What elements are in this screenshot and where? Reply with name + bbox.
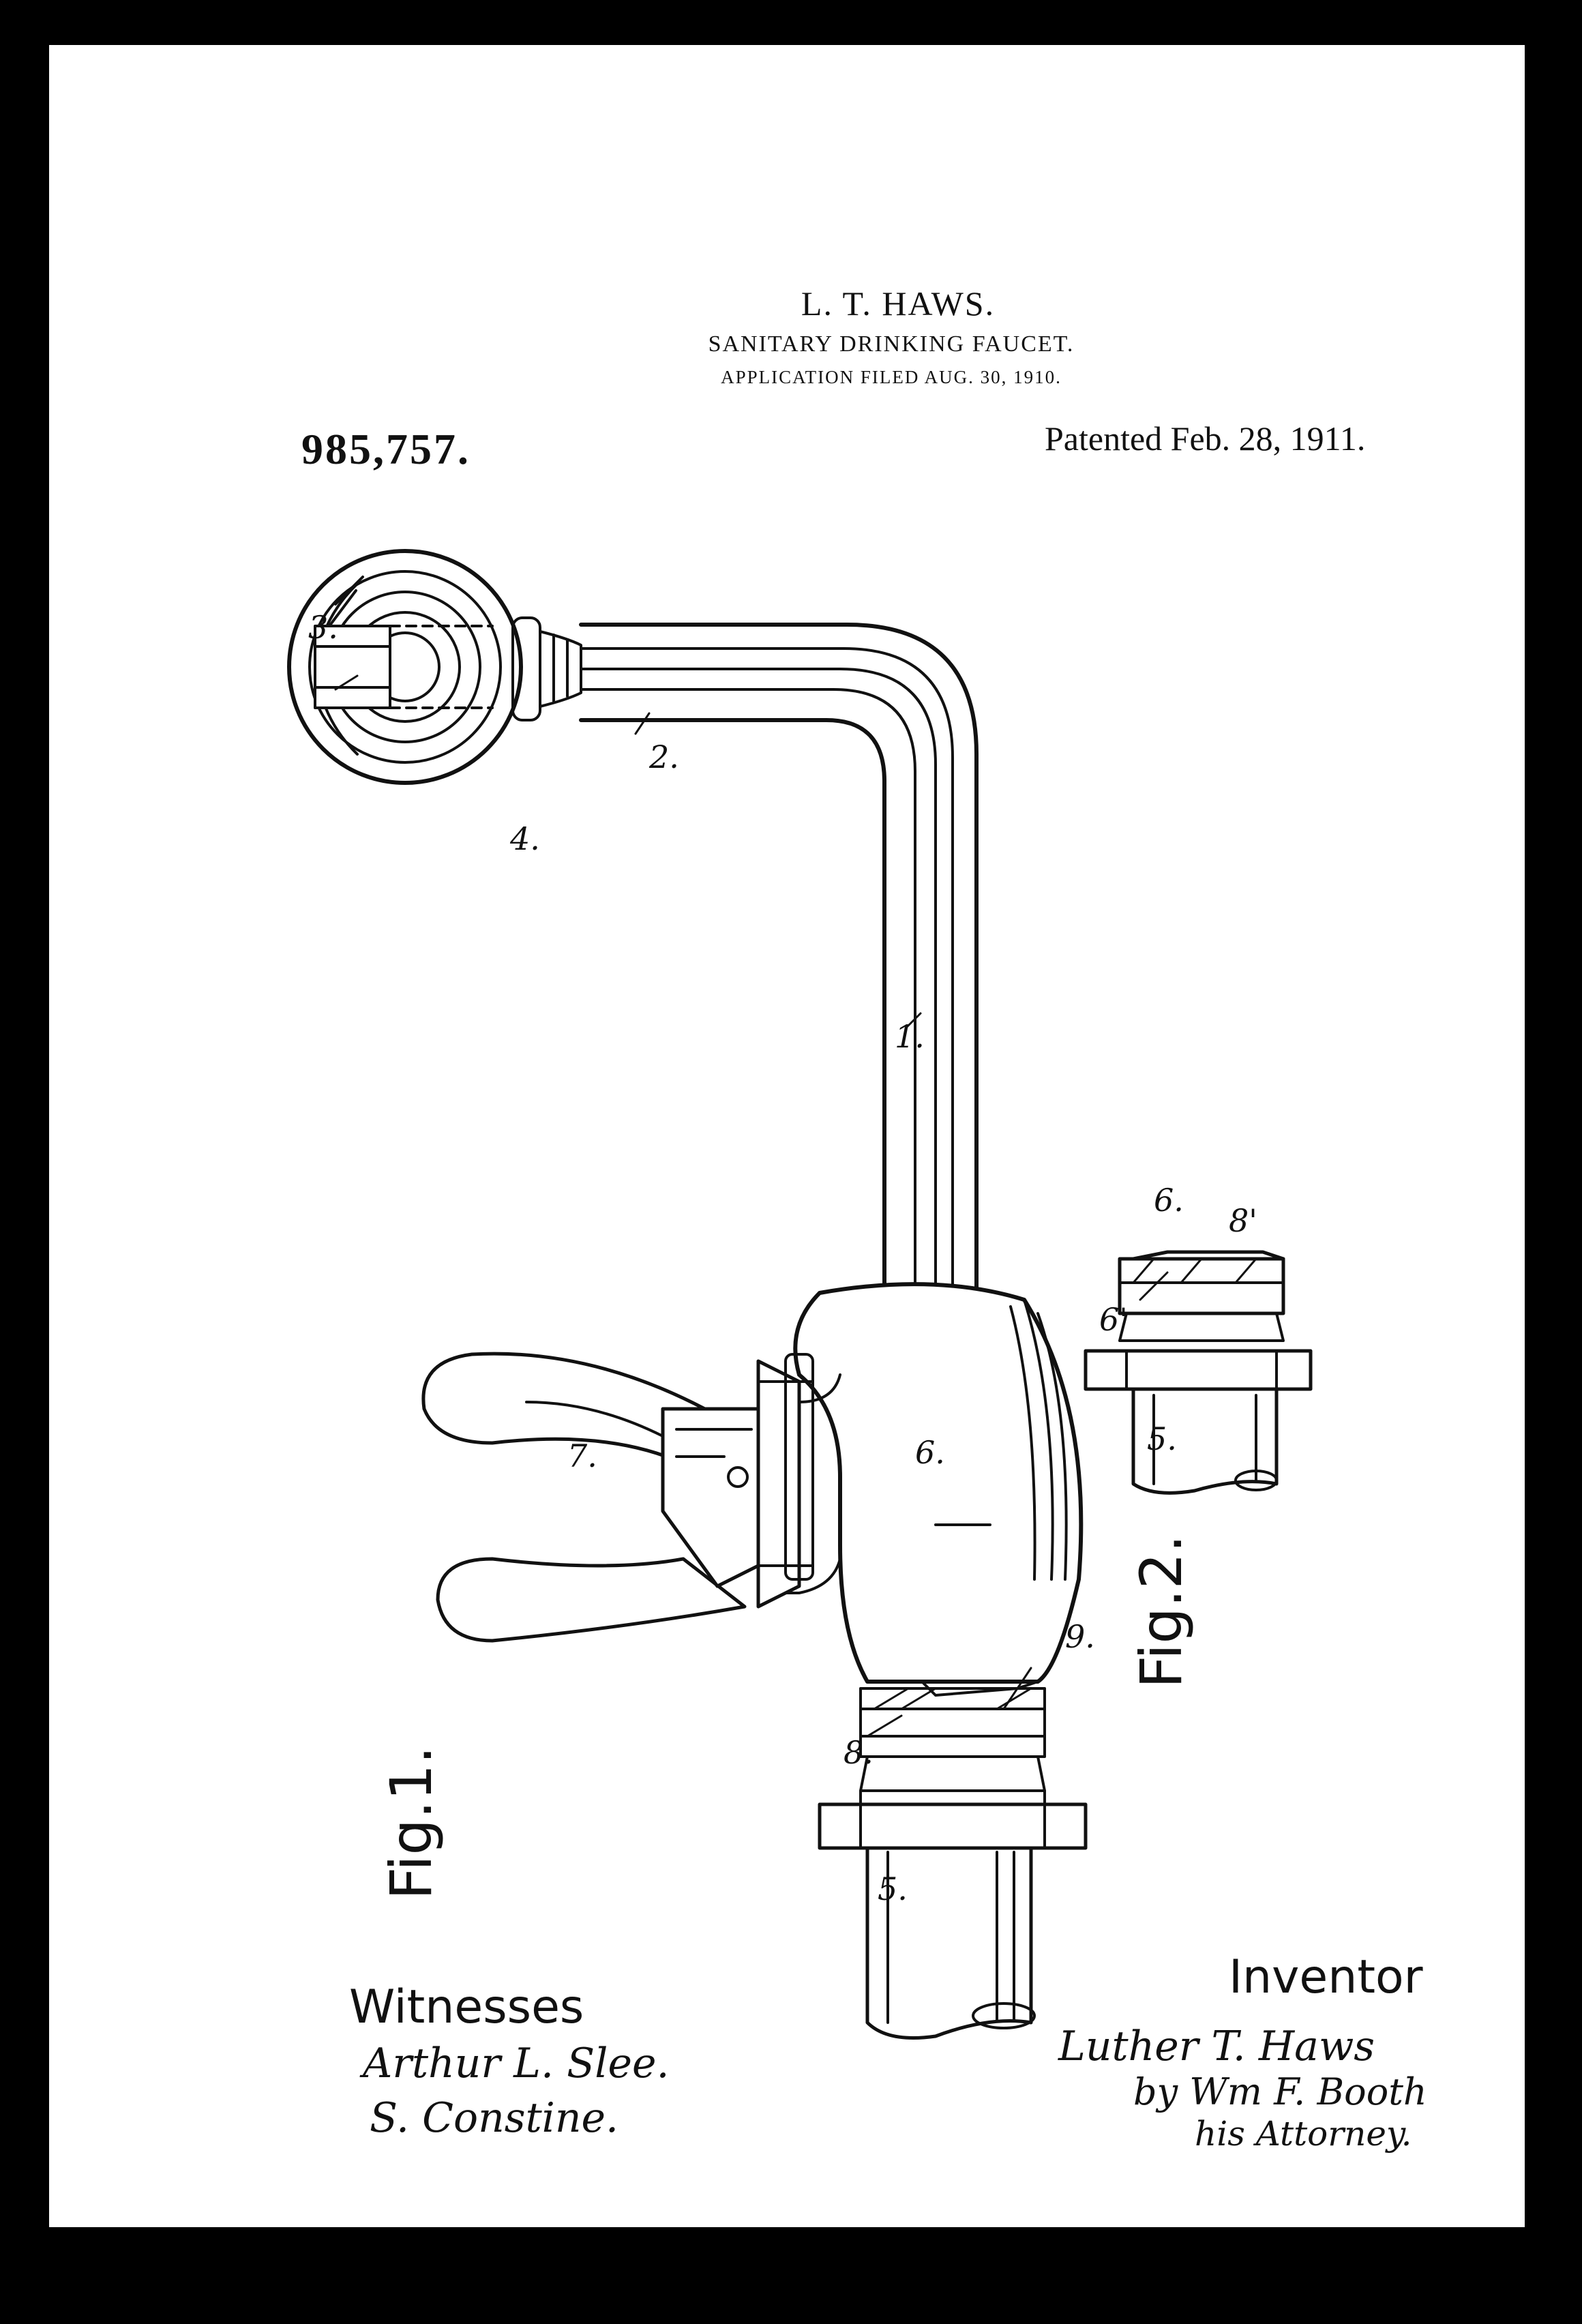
ref-2: 2. (648, 739, 679, 775)
bubbler-ball (287, 549, 523, 785)
patent-sheet: L. T. HAWS. SANITARY DRINKING FAUCET. AP… (49, 45, 1525, 2227)
faucet-drawing: 3. 2. 4. 1. 6. 7. 9. 8. 5. 6. 8' 6' 5. F… (287, 549, 1427, 2154)
ref-4: 4. (509, 820, 540, 857)
valve-body (777, 1282, 1084, 1684)
attorney-signature: by Wm F. Booth (1133, 2070, 1427, 2113)
ref-6-fig2: 6. (1154, 1182, 1184, 1219)
attorney-role: his Attorney. (1195, 2114, 1412, 2154)
ref-3: 3. (308, 609, 338, 646)
witness-1-signature: Arthur L. Slee. (359, 2040, 670, 2087)
ref-8: 8. (844, 1734, 874, 1771)
ref-8-prime: 8' (1229, 1202, 1257, 1239)
ref-1: 1. (895, 1018, 925, 1055)
lower-cutaway (859, 1680, 1046, 1792)
inventor-label: Inventor (1229, 1950, 1423, 2004)
nozzle (314, 625, 494, 709)
patented-date: Patented Feb. 28, 1911. (1045, 419, 1366, 458)
handle (421, 1352, 814, 1643)
patent-number: 985,757. (301, 425, 471, 473)
ref-5-fig1: 5. (878, 1871, 908, 1907)
ref-9: 9. (1065, 1618, 1095, 1655)
ball-collar (511, 616, 582, 721)
ref-7: 7. (567, 1437, 597, 1474)
application-filed-line: APPLICATION FILED AUG. 30, 1910. (721, 367, 1062, 387)
inventor-name-heading: L. T. HAWS. (801, 284, 996, 323)
witnesses-label: Witnesses (349, 1980, 584, 2034)
leader-lines (334, 674, 1169, 1738)
ref-5-fig2: 5. (1147, 1420, 1177, 1457)
inventor-signature: Luther T. Haws (1058, 2023, 1375, 2070)
witness-2-signature: S. Constine. (370, 2094, 618, 2142)
patent-title: SANITARY DRINKING FAUCET. (708, 331, 1075, 357)
ref-6-fig1: 6. (915, 1434, 945, 1471)
fig2-detail (1084, 1250, 1313, 1495)
bent-pipe (579, 623, 979, 1302)
ref-6-prime: 6' (1099, 1301, 1128, 1338)
fig-1-label: Fig.1. (378, 1746, 445, 1900)
fig-2-label: Fig.2. (1128, 1534, 1195, 1688)
lower-nut-and-pipe (818, 1789, 1088, 2040)
